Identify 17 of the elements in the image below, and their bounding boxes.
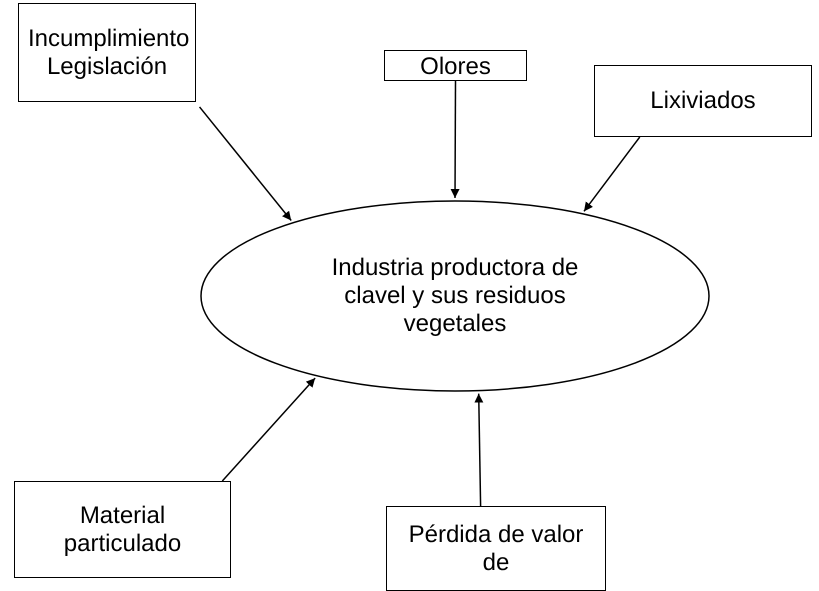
- process-box: [386, 506, 606, 591]
- process-box: [18, 3, 196, 102]
- arrow: [198, 106, 292, 221]
- node-label: Olores: [420, 53, 491, 81]
- process-box: [14, 481, 231, 578]
- node-label: Material particulado: [62, 502, 182, 558]
- process-box: [594, 65, 812, 137]
- arrow: [450, 81, 460, 198]
- arrow: [222, 378, 316, 482]
- central-ellipse: [200, 200, 710, 392]
- node-label: Lixiviados: [650, 87, 756, 115]
- node-label: Industria productora de clavel y sus residuos vegetales: [330, 254, 580, 338]
- node-label: Pérdida de valor de: [408, 521, 584, 577]
- arrow: [474, 394, 484, 506]
- node-label: Incumplimiento Legislación: [28, 24, 186, 80]
- process-box: [384, 50, 527, 81]
- arrow: [583, 136, 640, 212]
